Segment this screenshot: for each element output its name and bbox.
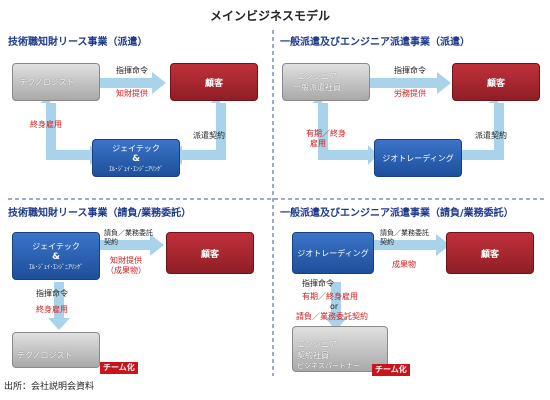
q3-client-box: 顧客 xyxy=(166,232,254,274)
q1-client-box: 顧客 xyxy=(170,63,258,101)
q4-command-label: 指揮命令 xyxy=(302,279,334,288)
q2-employment-line1: 有期／終身 xyxy=(306,129,346,138)
q4-worker-line2: 契約社員 xyxy=(297,351,329,360)
q3-arrow-down xyxy=(48,282,70,330)
q3-contract-line1: 請負／業務委託 xyxy=(104,229,153,237)
q2-client-box: 顧客 xyxy=(452,63,540,101)
q1-jtec-line3: ｴﾙ･ｼﾞｪｲ･ｴﾝｼﾞﾆｱﾘﾝｸﾞ xyxy=(108,166,163,173)
q1-contract-label: 派遣契約 xyxy=(193,131,225,140)
q2-arrow-left xyxy=(312,96,378,165)
q4-outsourcing-label: 請負／業務委託契約 xyxy=(296,312,368,321)
q2-geo-box: ジオトレーディング xyxy=(374,139,462,177)
q4-worker-line1: エンジニア xyxy=(297,340,337,349)
q2-labor-label: 労務提供 xyxy=(394,89,426,98)
q2-command-label: 指揮命令 xyxy=(394,66,426,75)
q3-client-label: 顧客 xyxy=(200,249,219,260)
q4-geo-box: ジオトレーディング xyxy=(292,232,374,274)
q4-client-box: 顧客 xyxy=(446,232,534,274)
q2-worker-box: エンジニア 一般派遣社員 xyxy=(282,63,370,101)
q1-jtec-line2: & xyxy=(132,154,140,164)
q2-heading: 一般派遣及びエンジニア派遣事業（派遣） xyxy=(280,37,470,48)
q3-command-label: 指揮命令 xyxy=(36,289,68,298)
q1-jtec-line1: ジェイテック xyxy=(112,144,160,153)
q2-client-label: 顧客 xyxy=(486,78,505,89)
q1-arrow-top xyxy=(100,72,166,94)
q4-arrow-down xyxy=(325,282,347,330)
q3-jtec-box: ジェイテック & ｴﾙ･ｼﾞｪｲ･ｴﾝｼﾞﾆｱﾘﾝｸﾞ xyxy=(12,232,100,280)
q4-team-badge: チーム化 xyxy=(372,364,410,376)
q3-team-badge: チーム化 xyxy=(100,362,138,374)
q4-geo-label: ジオトレーディング xyxy=(297,248,369,258)
q3-jtec-line1: ジェイテック xyxy=(32,242,80,251)
q1-heading: 技術職知財リース事業（派遣） xyxy=(8,37,148,48)
q4-or-label: or xyxy=(330,302,339,311)
q3-technologist-box: テクノロジスト xyxy=(12,332,100,368)
q4-client-label: 顧客 xyxy=(480,249,499,260)
q3-lifetime-label: 終身雇用 xyxy=(36,305,68,314)
q2-contract-label: 派遣契約 xyxy=(475,131,507,140)
q2-worker-line2: 一般派遣社員 xyxy=(293,83,341,92)
q1-ip-label: 知財提供 xyxy=(116,89,148,98)
q3-technologist-label: テクノロジスト xyxy=(17,350,73,360)
q1-command-label: 指揮命令 xyxy=(116,66,148,75)
q3-arrow-top xyxy=(98,234,164,256)
diagram-title: メインビジネスモデル xyxy=(210,9,331,23)
q2-employment-line2: 雇用 xyxy=(310,139,326,148)
q4-arrow-top xyxy=(372,234,450,256)
q3-jtec-line2: & xyxy=(52,252,60,262)
q4-contract-line1: 請負／業務委託 xyxy=(380,229,429,237)
q4-contract-line2: 契約 xyxy=(380,238,394,246)
q4-heading: 一般派遣及びエンジニア派遣事業（請負/業務委託） xyxy=(280,208,514,219)
q1-technologist-box: テクノロジスト xyxy=(12,63,100,101)
q2-worker-line1: エンジニア xyxy=(297,72,337,81)
source-footer: 出所：会社説明会資料 xyxy=(4,382,95,392)
q3-ip-line2: （成果物） xyxy=(106,266,146,275)
q1-technologist-label: テクノロジスト xyxy=(19,77,75,87)
q3-jtec-line3: ｴﾙ･ｼﾞｪｲ･ｴﾝｼﾞﾆｱﾘﾝｸﾞ xyxy=(28,264,83,271)
q3-heading: 技術職知財リース事業（請負/業務委託） xyxy=(8,208,192,219)
q2-geo-label: ジオトレーディング xyxy=(382,153,454,163)
q3-contract-line2: 契約 xyxy=(104,238,118,246)
q4-worker-line3: ビジネスパートナー xyxy=(297,362,360,370)
q1-client-label: 顧客 xyxy=(204,78,223,89)
q4-deliverable-label: 成果物 xyxy=(392,260,416,269)
q2-arrow-top xyxy=(370,72,451,94)
q1-arrow-left xyxy=(40,96,100,165)
q3-ip-line1: 知財提供 xyxy=(110,256,142,265)
q4-employment-label: 有期／終身雇用 xyxy=(302,292,358,301)
q1-jtec-box: ジェイテック & ｴﾙ･ｼﾞｪｲ･ｴﾝｼﾞﾆｱﾘﾝｸﾞ xyxy=(92,139,180,177)
q1-lifetime-label: 終身雇用 xyxy=(30,120,62,129)
